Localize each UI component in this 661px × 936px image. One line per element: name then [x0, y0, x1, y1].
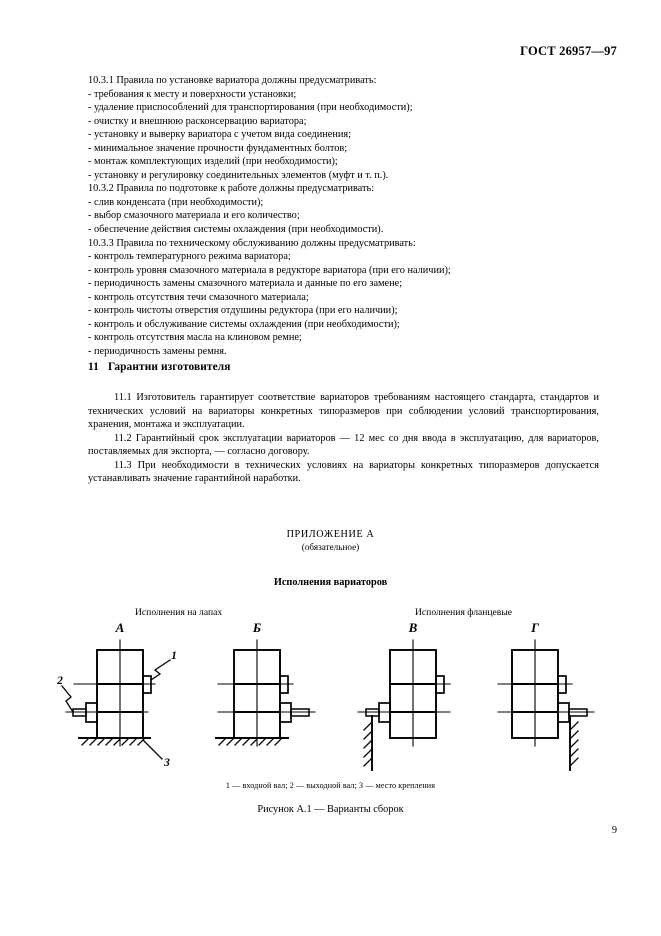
appendix-subtitle: (обязательное) [301, 542, 360, 552]
list-line: - очистку и внешнюю расконсервацию вариа… [88, 115, 307, 127]
paragraph: 11.3 При необходимости в технических усл… [88, 459, 599, 485]
list-line: - контроль отсутствия масла на клиновом … [88, 332, 302, 344]
list-line: - контроль температурного режима вариато… [88, 251, 291, 263]
list-line: - установку и регулировку соединительных… [88, 169, 389, 181]
list-line: - периодичность замены смазочного матери… [88, 278, 403, 290]
clause-10-3-list: 10.3.1 Правила по установке вариатора до… [88, 74, 598, 358]
list-line: - периодичность замены ремня. [88, 345, 227, 357]
callout-2-output-shaft: 2 [56, 675, 63, 687]
variant-label-a: А [115, 620, 125, 635]
list-line: - обеспечение действия системы охлаждени… [88, 224, 384, 236]
figure-legend-text: 1 — входной вал; 2 — выходной вал; 3 — м… [225, 781, 436, 790]
list-line: - выбор смазочного материала и его колич… [88, 210, 300, 222]
figure-column-heading-feet: Исполнения на лапах [135, 607, 223, 618]
appendix-title: ПРИЛОЖЕНИЕ А [286, 529, 375, 540]
list-line: 10.3.3 Правила по техническому обслужива… [88, 237, 416, 249]
list-line: - контроль отсутствия течи смазочного ма… [88, 291, 309, 303]
callout-3-mounting-place: 3 [163, 757, 170, 769]
figure-number-caption: Рисунок А.1 — Варианты сборок [257, 804, 404, 815]
section-number: 11 [88, 361, 99, 373]
variant-d-drawing [497, 639, 595, 771]
list-line: - монтаж комплектующих изделий (при необ… [88, 156, 338, 168]
variant-label-c: В [408, 620, 418, 635]
list-line: - удаление приспособлений для транспорти… [88, 102, 413, 114]
page-number: 9 [611, 825, 617, 836]
list-line: - требования к месту и поверхности устан… [88, 88, 297, 100]
figure-legend: 1 — входной вал; 2 — выходной вал; 3 — м… [0, 781, 661, 790]
list-line: - контроль и обслуживание системы охлажд… [88, 318, 400, 330]
list-line: 10.3.1 Правила по установке вариатора до… [88, 75, 377, 86]
list-line: - слив конденсата (при необходимости); [88, 196, 264, 208]
variant-b-drawing [215, 639, 316, 747]
list-line: - установку и выверку вариатора с учетом… [88, 129, 351, 141]
variant-label-b: Б [252, 620, 261, 635]
page-header-standard-number: ГОСТ 26957—97 [520, 44, 617, 58]
callout-1-input-shaft: 1 [171, 650, 177, 662]
variant-a-drawing [61, 639, 171, 760]
list-line: - контроль уровня смазочного материала в… [88, 264, 451, 276]
list-line: 10.3.2 Правила по подготовке к работе до… [88, 183, 375, 195]
variant-label-d: Г [530, 620, 539, 635]
list-line: - контроль чистоты отверстия отдушины ре… [88, 305, 398, 317]
list-line: - минимальное значение прочности фундаме… [88, 142, 348, 154]
section-heading: 11 Гарантии изготовителя [88, 361, 231, 373]
variant-c-drawing [357, 639, 451, 771]
section-title: Гарантии изготовителя [107, 361, 231, 373]
paragraph: 11.2 Гарантийный срок эксплуатации вариа… [88, 432, 599, 458]
variator-assembly-diagram: А Б В Г 1 2 3 [0, 618, 661, 783]
appendix-figure-title: Исполнения вариаторов [273, 577, 388, 588]
section-paragraphs: 11.1 Изготовитель гарантирует соответств… [88, 391, 599, 486]
figure-column-heading-flange: Исполнения фланцевые [415, 607, 513, 618]
assembly-variants-svg: А Б В Г 1 2 3 [56, 620, 595, 771]
paragraph: 11.1 Изготовитель гарантирует соответств… [88, 392, 599, 431]
